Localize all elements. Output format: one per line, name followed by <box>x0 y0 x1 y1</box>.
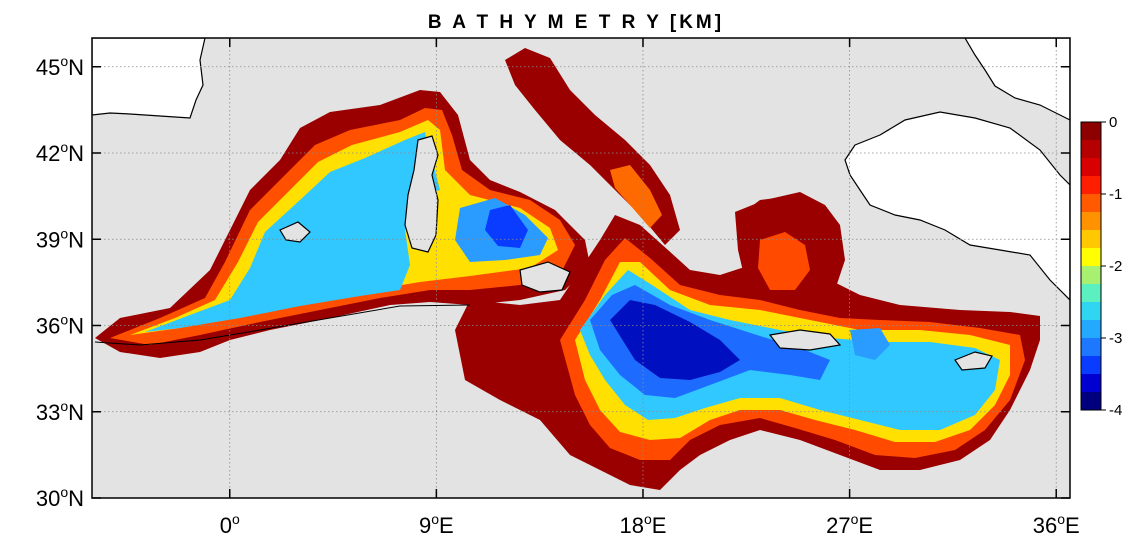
lon-tick-label: 0o <box>220 511 240 538</box>
gridlines <box>92 38 1070 498</box>
colorbar-tick-label: 0 <box>1109 114 1117 131</box>
island-cyprus <box>954 351 993 371</box>
map-title: B A T H Y M E T R Y [KM] <box>428 12 724 33</box>
sea-east-med <box>455 195 1040 490</box>
island-sicily <box>519 261 571 293</box>
lon-tick-label: 9oE <box>419 511 454 538</box>
lat-tick-label: 42oN <box>36 139 84 166</box>
land-north-africa-coastline <box>94 304 471 346</box>
island-crete <box>768 329 842 351</box>
sea-adriatic <box>505 48 680 245</box>
lat-tick-label: 33oN <box>36 398 84 425</box>
colorbar-tick-label: -1 <box>1109 186 1122 203</box>
colorbar-tick-label: -3 <box>1109 330 1122 347</box>
colorbar-ticks: 0 -1 -2 -3 -4 <box>1101 114 1122 419</box>
lat-tick-label: 30oN <box>36 484 84 511</box>
lat-tick-label: 36oN <box>36 312 84 339</box>
land-iberia-france <box>92 38 206 119</box>
lon-tick-label: 36oE <box>1033 511 1080 538</box>
island-corsica-sardinia <box>404 135 439 253</box>
sea-aegean <box>735 192 845 305</box>
axis-ticks <box>92 38 1070 499</box>
lon-tick-label: 18oE <box>620 511 667 538</box>
colorbar-gradient <box>1080 121 1102 411</box>
sea-west-med <box>95 90 590 358</box>
island-balearics <box>279 221 311 243</box>
lon-tick-label: 27oE <box>826 511 873 538</box>
map-frame <box>91 37 1071 499</box>
colorbar-tick-label: -4 <box>1109 402 1122 419</box>
lat-tick-label: 39oN <box>36 225 84 252</box>
land-balkans-eastern-europe <box>964 38 1070 121</box>
latitude-tick-labels: 30oN 33oN 36oN 39oN 42oN 45oN <box>36 53 84 511</box>
lat-tick-label: 45oN <box>36 53 84 80</box>
land-turkey <box>844 111 1070 301</box>
longitude-tick-labels: 0o 9oE 18oE 27oE 36oE <box>220 511 1080 538</box>
colorbar-tick-label: -2 <box>1109 258 1122 275</box>
colorbar: 0 -1 -2 -3 -4 <box>1080 114 1122 419</box>
